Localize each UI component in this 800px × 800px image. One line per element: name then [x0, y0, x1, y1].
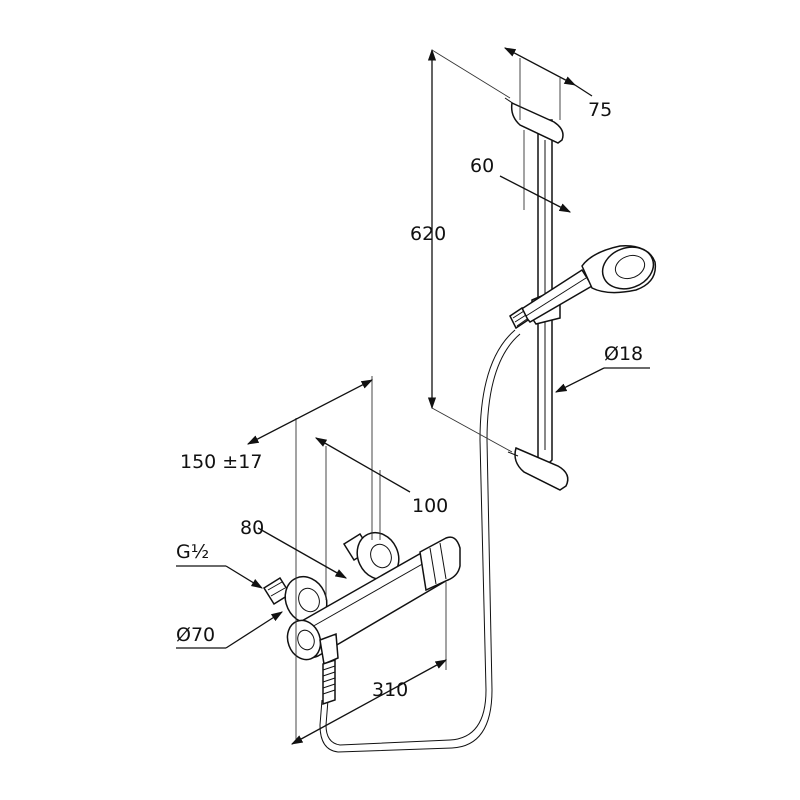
label-310: 310 — [372, 679, 408, 701]
thermostat-mixer — [262, 531, 461, 706]
label-100: 100 — [412, 495, 448, 517]
top-bracket — [510, 101, 564, 144]
label-75: 75 — [588, 99, 612, 121]
label-g-half: G½ — [176, 541, 209, 563]
label-80: 80 — [240, 517, 264, 539]
label-diameter-18: Ø18 — [604, 343, 643, 365]
label-620: 620 — [410, 223, 446, 245]
bottom-bracket — [514, 446, 569, 491]
hand-shower — [509, 245, 657, 330]
label-diameter-70: Ø70 — [176, 624, 215, 646]
label-60: 60 — [470, 155, 494, 177]
dimension-labels: 75 60 620 Ø18 150 ±17 100 80 G½ Ø70 310 — [176, 99, 643, 701]
dimensions — [176, 47, 650, 745]
label-150: 150 ±17 — [180, 451, 262, 473]
